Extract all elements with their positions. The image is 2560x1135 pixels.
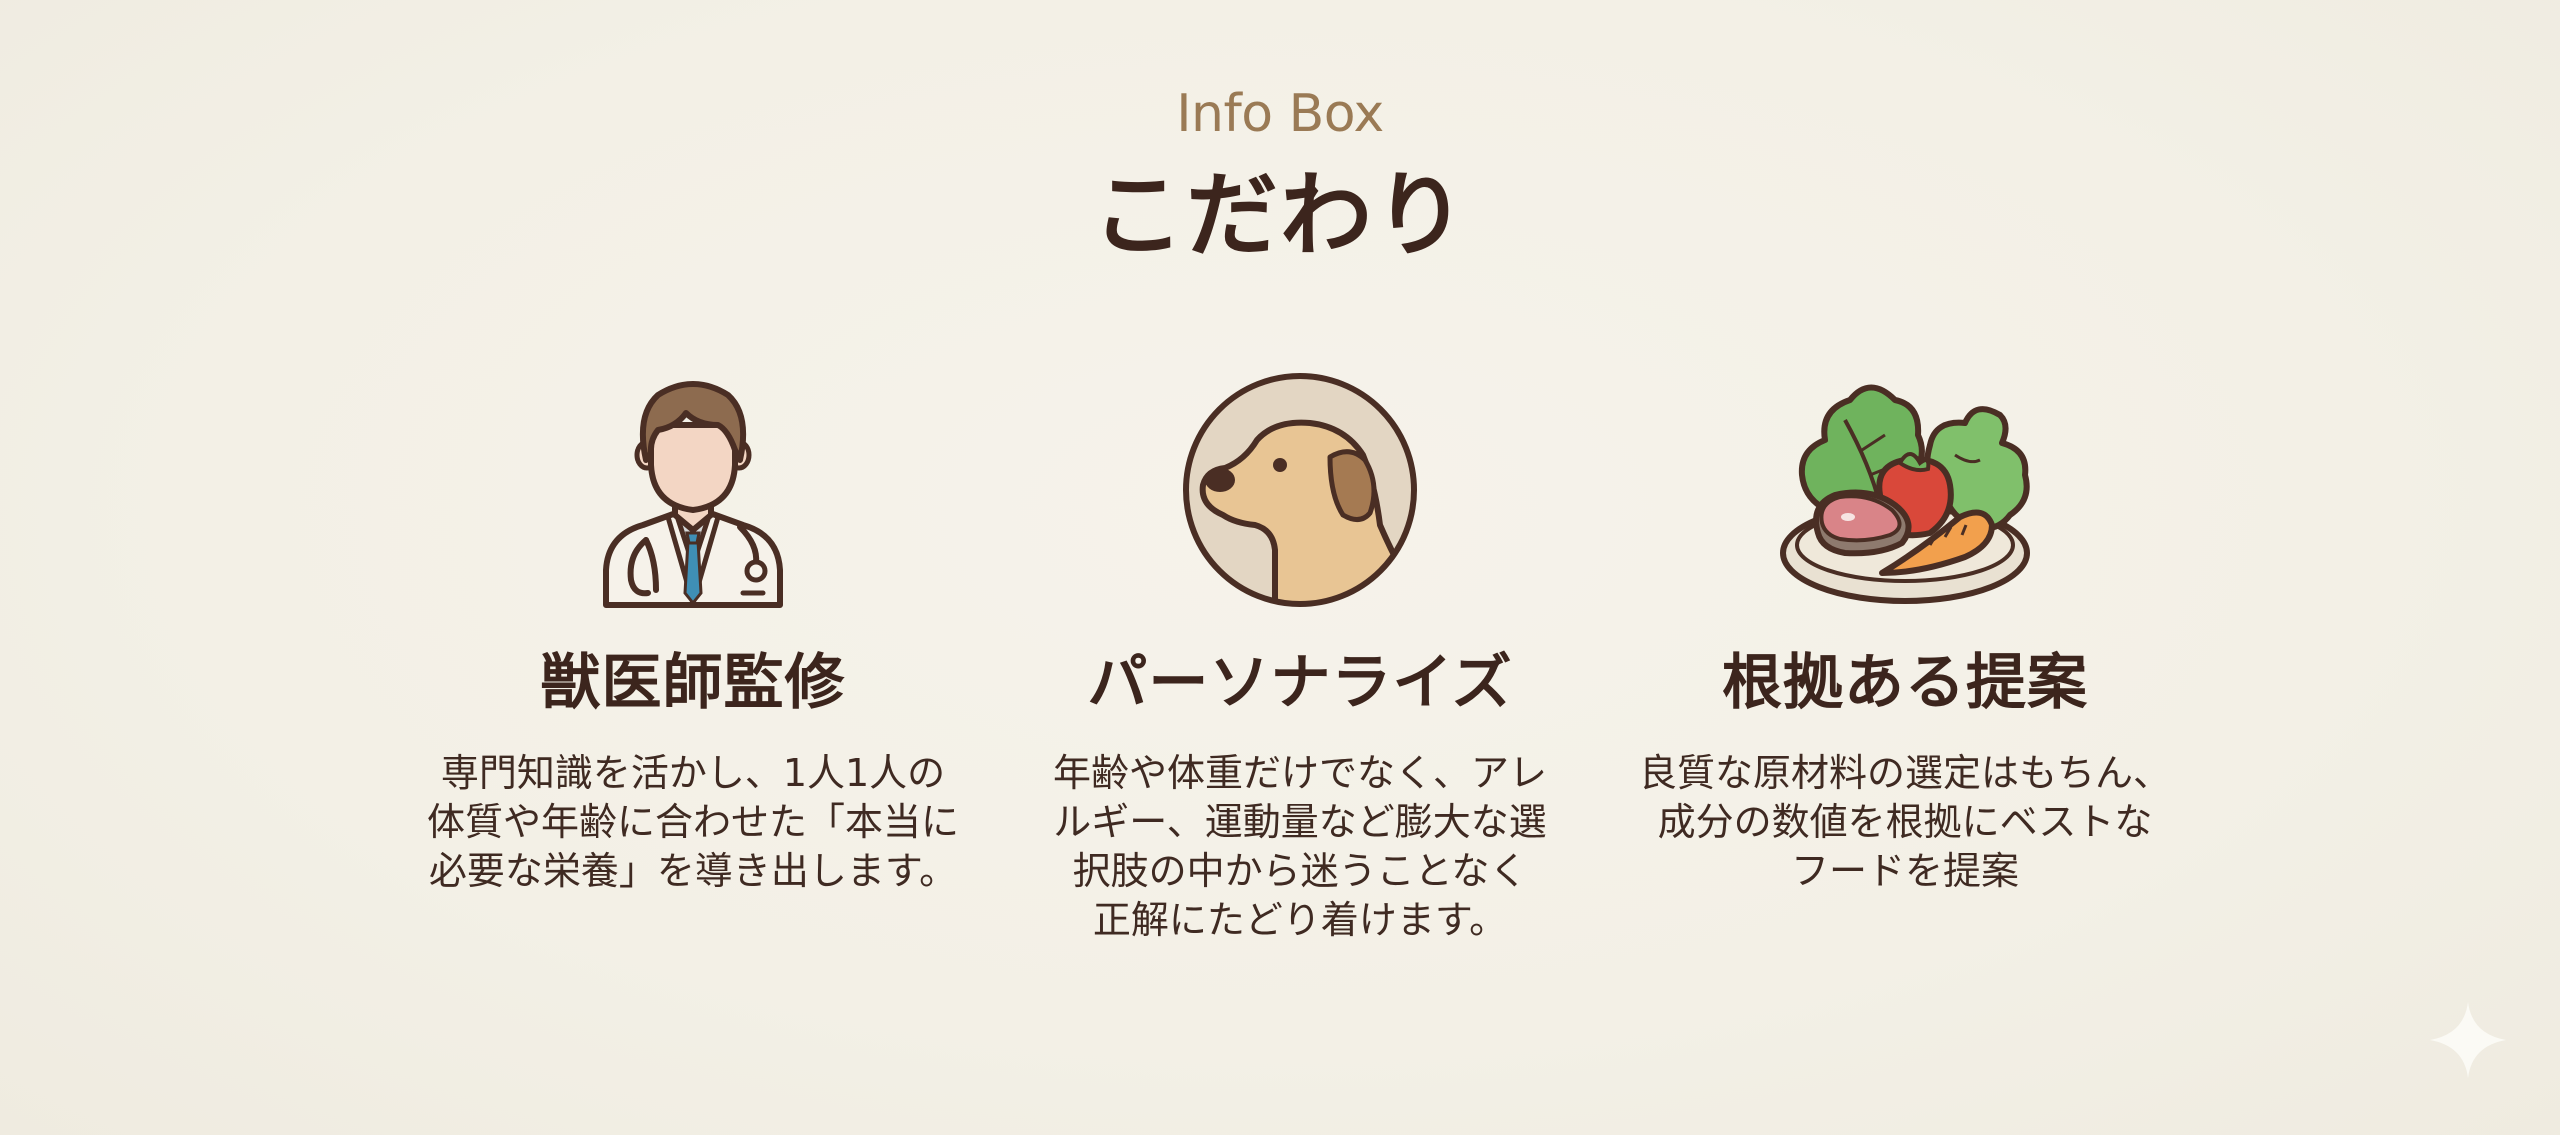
- feature-card-veterinarian: 獣医師監修 専門知識を活かし、1人1人の 体質や年齢に合わせた「本当に 必要な栄…: [383, 365, 1003, 896]
- food-plate-icon: [1770, 365, 2040, 615]
- feature-card-evidence: 根拠ある提案 良質な原材料の選定はもちん、 成分の数値を根拠にベストな フードを…: [1595, 365, 2215, 896]
- feature-title: パーソナライズ: [1087, 648, 1513, 718]
- feature-title: 獣医師監修: [540, 648, 846, 718]
- feature-description: 良質な原材料の選定はもちん、 成分の数値を根拠にベストな フードを提案: [1638, 751, 2171, 893]
- sparkle-icon: [2428, 1000, 2508, 1080]
- feature-card-personalize: パーソナライズ 年齢や体重だけでなく、アレ ルギー、運動量など膨大な選 択肢の中…: [990, 365, 1610, 945]
- feature-title: 根拠ある提案: [1722, 648, 2088, 718]
- veterinarian-icon: [558, 365, 828, 615]
- page-title: こだわり: [1091, 162, 1468, 269]
- eyebrow-label: Info Box: [1176, 84, 1384, 144]
- feature-description: 専門知識を活かし、1人1人の 体質や年齢に合わせた「本当に 必要な栄養」を導き出…: [426, 751, 959, 893]
- dog-profile-icon: [1165, 365, 1435, 615]
- feature-description: 年齢や体重だけでなく、アレ ルギー、運動量など膨大な選 択肢の中から迷うことなく…: [1052, 751, 1547, 942]
